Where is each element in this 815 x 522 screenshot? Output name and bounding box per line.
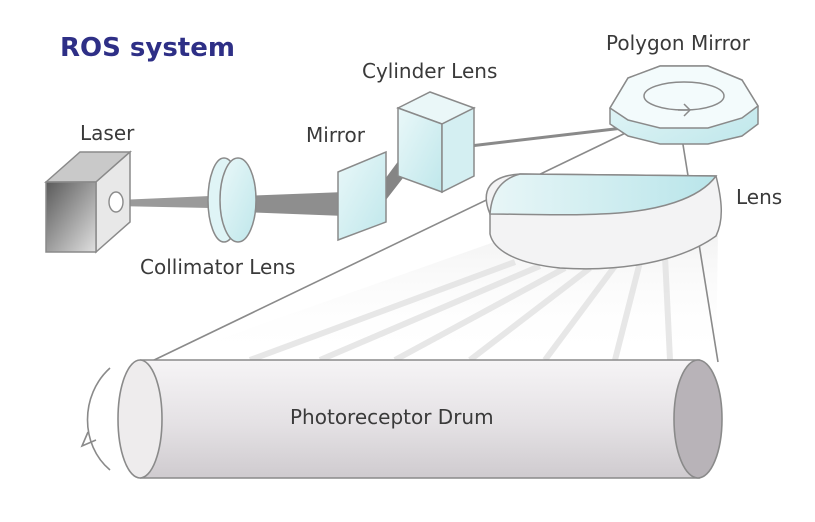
- polygon-mirror: [608, 65, 759, 145]
- cylinder-lens: [396, 91, 476, 194]
- mirror: [337, 150, 387, 242]
- photoreceptor-drum: [80, 359, 723, 479]
- label-collimator-lens: Collimator Lens: [140, 255, 295, 279]
- collimator-lens: [207, 157, 257, 243]
- label-photoreceptor-drum: Photoreceptor Drum: [290, 405, 494, 429]
- label-laser: Laser: [80, 121, 135, 145]
- label-mirror: Mirror: [306, 123, 366, 147]
- label-cylinder-lens: Cylinder Lens: [362, 59, 497, 83]
- label-lens: Lens: [736, 185, 782, 209]
- diagram-title: ROS system: [60, 33, 235, 63]
- scan-lens: [485, 173, 722, 270]
- rotation-arrow-icon: [86, 367, 111, 471]
- laser-unit: [44, 150, 132, 254]
- label-polygon-mirror: Polygon Mirror: [606, 31, 751, 55]
